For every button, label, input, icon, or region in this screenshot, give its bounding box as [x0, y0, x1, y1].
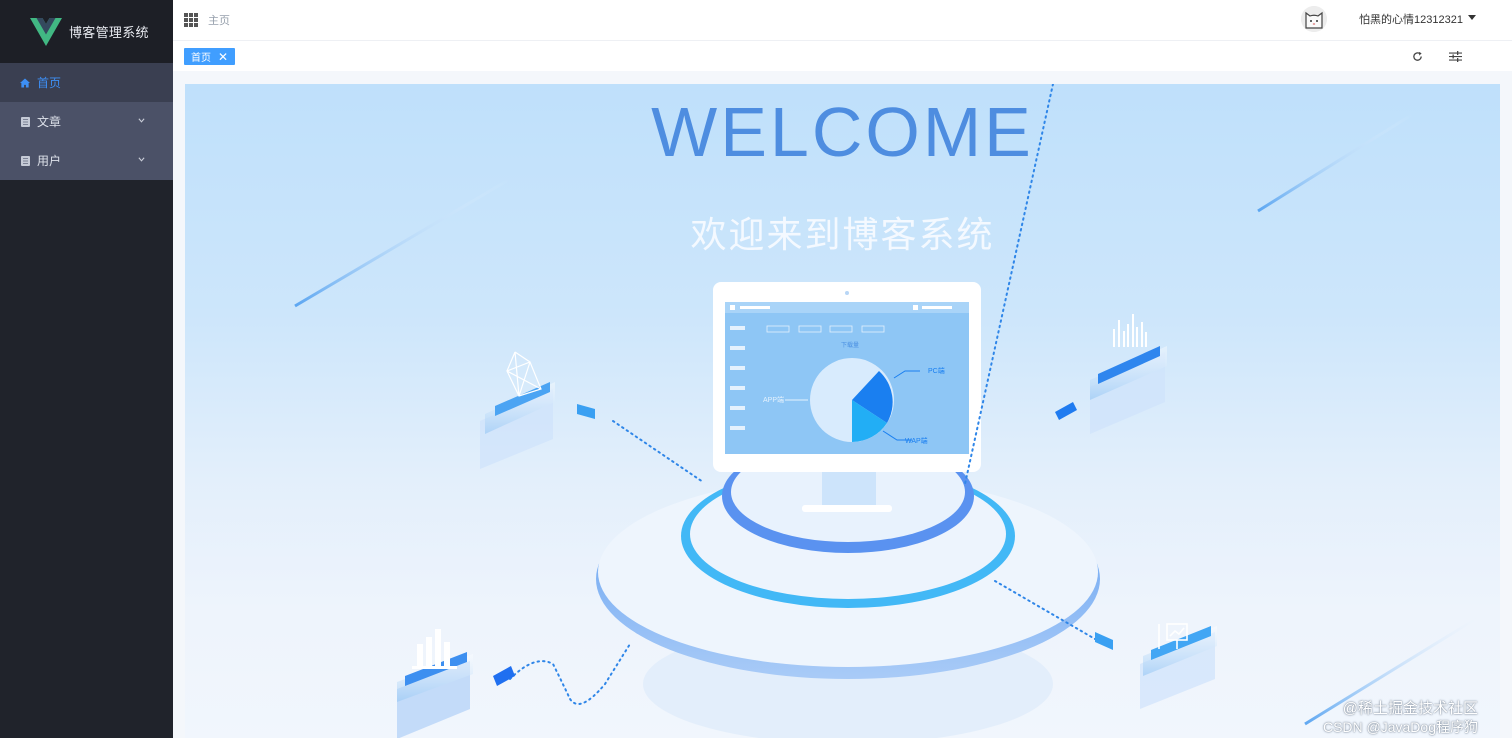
- close-icon[interactable]: ✕: [218, 49, 229, 64]
- iso-box-presentation: [1140, 623, 1217, 709]
- welcome-subtitle: 欢迎来到博客系统: [690, 214, 995, 255]
- caret-down-icon: [1468, 15, 1476, 20]
- settings-button[interactable]: [1448, 49, 1462, 63]
- chevron-down-icon: [138, 118, 145, 123]
- iso-box-network: [480, 351, 555, 469]
- svg-text:WAP端: WAP端: [905, 436, 928, 445]
- user-menu[interactable]: 怕黑的心情12312321: [1301, 6, 1476, 32]
- breadcrumb[interactable]: 主页: [208, 15, 230, 27]
- sliders-icon: [1448, 50, 1462, 62]
- grid-menu-icon[interactable]: [184, 13, 198, 27]
- watermark: @稀土掘金技术社区 CSDN @JavaDog程序狗: [1323, 700, 1478, 736]
- username: 怕黑的心情12312321: [1359, 14, 1463, 26]
- tags-view-bar: 首页 ✕: [173, 41, 1512, 71]
- tag-label: 首页: [191, 53, 211, 64]
- sidebar-item-articles[interactable]: 文章: [0, 102, 173, 141]
- svg-text:下载量: 下载量: [841, 341, 859, 349]
- welcome-banner: 下载量 PC端 APP端 WAP端: [185, 84, 1500, 738]
- chevron-down-icon: [138, 157, 145, 162]
- iso-box-bar-chart-bottom-left: [397, 629, 473, 738]
- watermark-line-2: CSDN @JavaDog程序狗: [1322, 719, 1478, 735]
- main-content: 下载量 PC端 APP端 WAP端: [173, 71, 1512, 738]
- cat-avatar-icon: [1301, 6, 1328, 32]
- avatar[interactable]: [1301, 6, 1328, 32]
- tag-home[interactable]: 首页 ✕: [184, 48, 236, 65]
- welcome-illustration: 下载量 PC端 APP端 WAP端: [294, 84, 1500, 738]
- sidebar-item-label: 用户: [37, 154, 62, 168]
- light-streak-decorations: [294, 112, 1500, 726]
- vue-logo-icon: [30, 17, 62, 46]
- platform: [596, 439, 1100, 738]
- sidebar-item-label: 文章: [37, 115, 62, 129]
- sidebar-item-label: 首页: [37, 76, 62, 90]
- welcome-title: WELCOME: [651, 93, 1034, 171]
- svg-text:APP端: APP端: [763, 395, 784, 404]
- document-icon: [20, 116, 30, 127]
- connector-blocks: [493, 402, 1113, 686]
- sidebar: 博客管理系统 首页 文章 用户: [0, 0, 173, 738]
- svg-text:PC端: PC端: [928, 366, 945, 375]
- watermark-line-1: @稀土掘金技术社区: [1342, 700, 1478, 717]
- home-icon: [20, 77, 30, 88]
- app-title: 博客管理系统: [69, 25, 149, 40]
- iso-box-bar-chart-top-right: [1090, 314, 1167, 434]
- monitor-illustration: 下载量 PC端 APP端 WAP端: [713, 282, 981, 512]
- sidebar-item-home[interactable]: 首页: [0, 63, 173, 102]
- sidebar-item-users[interactable]: 用户: [0, 141, 173, 180]
- logo[interactable]: 博客管理系统: [0, 0, 173, 63]
- dotted-connectors: [509, 84, 1096, 705]
- document-icon: [20, 155, 30, 166]
- refresh-button[interactable]: [1410, 49, 1424, 63]
- refresh-icon: [1412, 51, 1422, 61]
- top-header: 主页 怕黑的心情12312321: [173, 0, 1512, 41]
